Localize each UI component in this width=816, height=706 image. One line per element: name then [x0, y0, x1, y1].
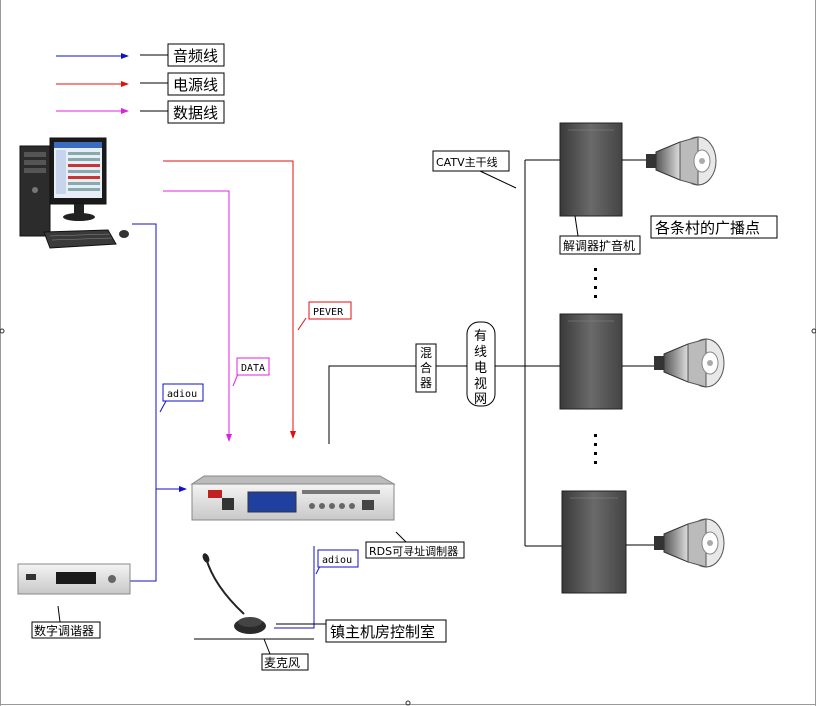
legend-item-data: 数据线 [56, 100, 225, 124]
adiou-tag-right-box [317, 549, 359, 568]
frame-handle-right [811, 328, 816, 334]
rds-modulator-label-box [365, 541, 465, 559]
audio-line-main [130, 223, 157, 582]
legend-item-audio: 音频线 [56, 43, 225, 67]
adiou-tag-left: adiou [159, 383, 204, 413]
power-line [163, 160, 296, 439]
cable-tv-char-1: 有 [474, 329, 487, 344]
mic-audio-line [274, 546, 315, 629]
pever-tag-label: PEVER [313, 307, 344, 318]
cabinet-1 [559, 122, 623, 217]
cabinet-3 [561, 490, 627, 594]
data-tag: DATA [232, 357, 270, 387]
mixer-block: 混 合 器 [415, 343, 437, 393]
continuation-dots-upper [594, 268, 597, 298]
pever-tag: PEVER [297, 301, 352, 331]
legend-data-box [167, 100, 225, 124]
legend-power-label: 电源线 [173, 76, 218, 94]
cable-tv-net-box [466, 321, 496, 407]
cable-tv-char-3: 电 [474, 361, 487, 376]
microphone-label: 麦克风 [264, 656, 300, 670]
decoder-amp-label-box [559, 235, 641, 255]
digital-tuner-label-group: 数字调谐器 [31, 605, 101, 639]
horn-speaker-icon [646, 136, 717, 186]
cabinet-2 [559, 313, 623, 410]
mixer-box [415, 343, 437, 393]
rds-modulator-unit-icon [190, 475, 396, 521]
mic-gooseneck [205, 557, 245, 615]
data-tag-label: DATA [241, 363, 265, 374]
decoder-amplifier-cabinet-icon [559, 313, 623, 410]
village-points-label: 各条村的广播点 [655, 219, 760, 237]
legend-item-power: 电源线 [56, 72, 225, 96]
decoder-amplifier-cabinet-icon [559, 122, 623, 217]
data-tag-box [236, 357, 270, 376]
control-room-label-box [325, 619, 447, 643]
mixer-label-char-2: 合 [420, 360, 432, 375]
control-room-label: 镇主机房控制室 [330, 623, 435, 641]
tuner-display [56, 572, 96, 584]
legend-data-label: 数据线 [173, 104, 218, 122]
horn-speaker-icon [654, 338, 725, 388]
rds-modulator-label: RDS可寻址调制器 [369, 544, 458, 558]
rds-modulator-label-group: RDS可寻址调制器 [365, 531, 465, 559]
digital-tuner-label-box [31, 621, 101, 639]
cable-tv-char-4: 视 [474, 377, 487, 392]
microphone-label-group: 麦克风 [261, 638, 309, 671]
microphone-label-box [261, 653, 309, 671]
desktop-computer-icon [19, 137, 129, 249]
horn-speaker-icon [654, 518, 725, 568]
catv-trunk-label: CATV主干线 [436, 155, 498, 169]
svg-text:有 线 电 视: 有 线 电 视 网 [474, 329, 491, 407]
legend: 音频线 电源线 数据线 [56, 43, 225, 124]
legend-power-box [167, 72, 225, 96]
adiou-tag-right-label: adiou [322, 555, 352, 566]
adiou-tag-left-label: adiou [167, 389, 197, 400]
digital-tuner-label: 数字调谐器 [34, 623, 94, 638]
decoder-amplifier-cabinet-icon [561, 490, 627, 594]
cable-tv-char-2: 线 [474, 345, 487, 360]
rds-unit-display [247, 491, 297, 513]
adiou-tag-right: adiou [315, 549, 359, 575]
data-line [163, 190, 232, 442]
decoder-amp-label: 解调器扩音机 [563, 238, 635, 253]
rds-output-line [328, 365, 416, 444]
continuation-dots-lower [594, 434, 597, 464]
catv-trunk-label-group: CATV主干线 [432, 150, 517, 189]
digital-tuner-unit-icon [17, 563, 131, 595]
legend-audio-box [167, 43, 225, 67]
legend-audio-label: 音频线 [173, 47, 218, 65]
pever-tag-box [308, 301, 352, 320]
frame-handle-bottom [405, 700, 411, 706]
gooseneck-microphone-icon [202, 553, 266, 634]
catv-trunk-label-box [432, 150, 510, 172]
mixer-label-char-1: 混 [420, 346, 432, 360]
cable-tv-network-block: 有 线 电 视 网 [466, 321, 496, 407]
svg-text:混 合 器: 混 合 器 [420, 346, 436, 390]
village-points-label-box [650, 215, 778, 239]
decoder-amp-label-group: 解调器扩音机 [559, 215, 641, 255]
mixer-label-char-3: 器 [420, 376, 432, 390]
frame-handle-left [0, 328, 5, 334]
cable-tv-char-5: 网 [474, 392, 487, 407]
adiou-tag-left-box [162, 383, 204, 402]
computer-mouse [119, 230, 129, 238]
